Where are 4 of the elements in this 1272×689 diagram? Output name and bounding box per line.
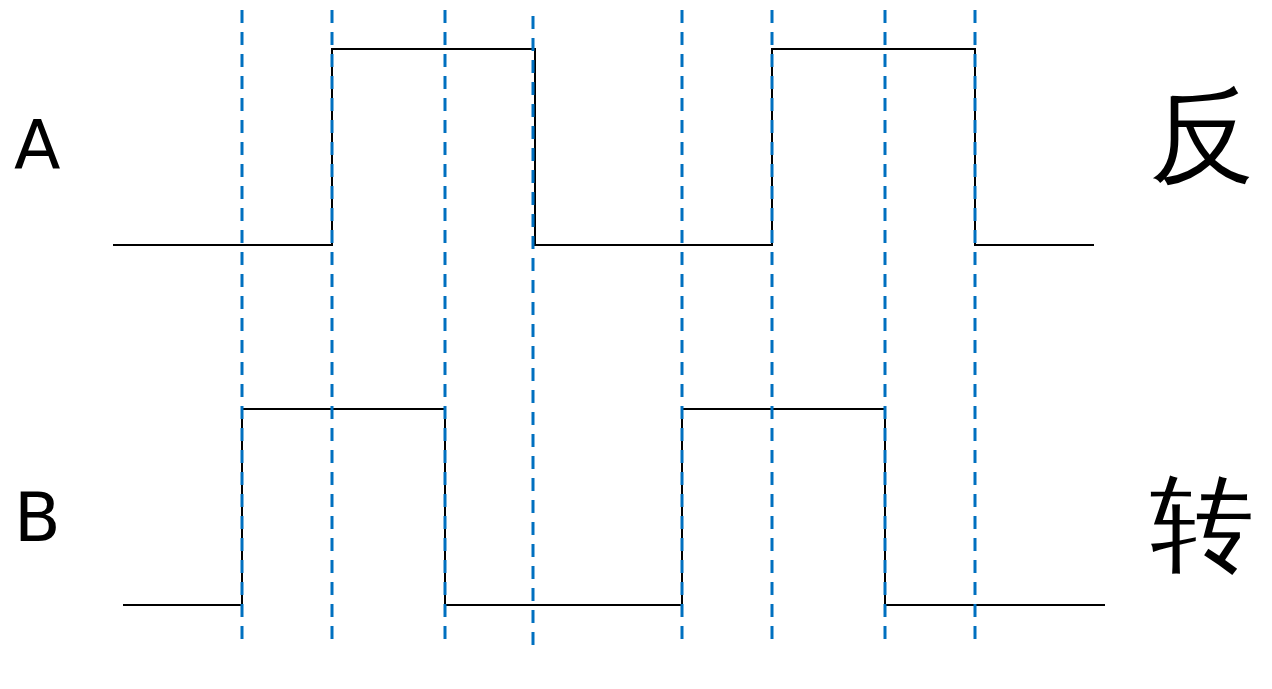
signal-label: B <box>14 484 61 552</box>
text-label: 转 <box>1150 472 1254 576</box>
text-label: 反 <box>1150 84 1254 188</box>
signal-label: A <box>14 112 61 180</box>
